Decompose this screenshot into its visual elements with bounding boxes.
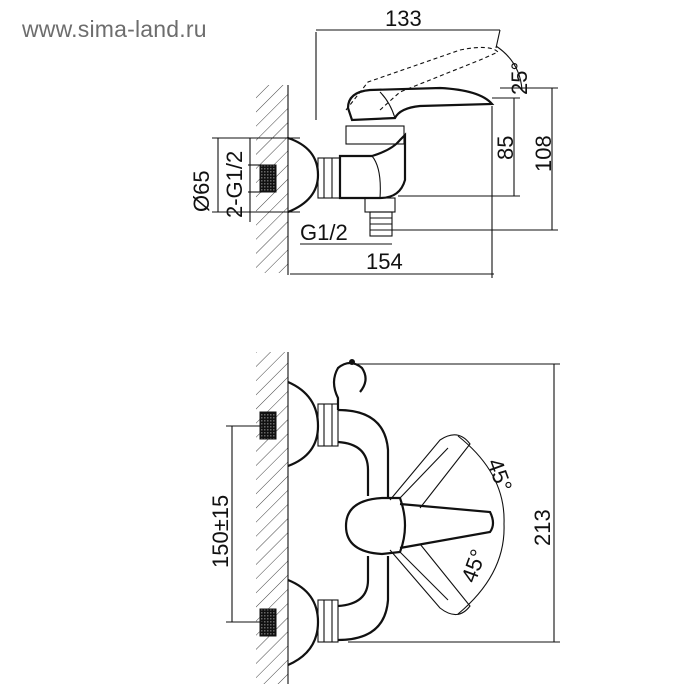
handle-hub-front — [344, 496, 495, 556]
dim-height-108: 108 — [392, 87, 558, 231]
dim-spacing-150: 150±15 — [208, 425, 264, 623]
dim-text-45-lower: 45° — [456, 546, 491, 586]
dim-angle-arc: 45° 45° — [456, 435, 517, 615]
inlet-fitting-upper — [259, 380, 339, 468]
mixer-body-side — [338, 125, 407, 200]
mixer-body-front — [337, 408, 390, 642]
dim-thread-outlet: G1/2 — [300, 220, 392, 245]
inlet-fitting-lower — [259, 578, 339, 667]
outlet-side — [364, 197, 396, 237]
watermark: www.sima-land.ru — [22, 16, 207, 42]
dim-text-25: 25° — [507, 62, 532, 95]
side-view: 133 25° 85 108 Ø65 — [189, 6, 558, 278]
dim-height-85: 85 — [398, 97, 520, 197]
dim-text-154: 154 — [366, 249, 403, 274]
dim-text-spacing: 150±15 — [208, 495, 233, 568]
dim-diameter-65: Ø65 — [189, 137, 300, 213]
front-view: 45° 45° 150±15 213 — [208, 352, 560, 684]
dim-width-213: 213 — [348, 363, 560, 643]
inlet-fitting-side — [259, 136, 341, 214]
dim-text-45-upper: 45° — [482, 455, 517, 495]
dim-width-133: 133 — [315, 6, 501, 120]
lever-handle-rotated-down — [389, 543, 471, 616]
dim-text-outlet-thread: G1/2 — [300, 220, 348, 245]
shower-holder-hook — [332, 359, 367, 410]
dim-text-inlet-thread: 2-G1/2 — [222, 151, 247, 218]
dim-text-85: 85 — [493, 136, 518, 160]
dim-text-108: 108 — [531, 135, 556, 172]
dim-thread-inlet: 2-G1/2 — [222, 138, 262, 222]
dim-text-diameter: Ø65 — [189, 170, 214, 212]
lever-handle-rotated-up — [389, 434, 471, 509]
dim-text-133: 133 — [385, 6, 422, 31]
dim-angle-25: 25° — [495, 45, 532, 95]
lever-handle-side — [346, 86, 495, 122]
dim-depth-154: 154 — [290, 106, 494, 278]
lever-handle-raised — [345, 46, 499, 111]
dim-text-213: 213 — [530, 509, 555, 546]
